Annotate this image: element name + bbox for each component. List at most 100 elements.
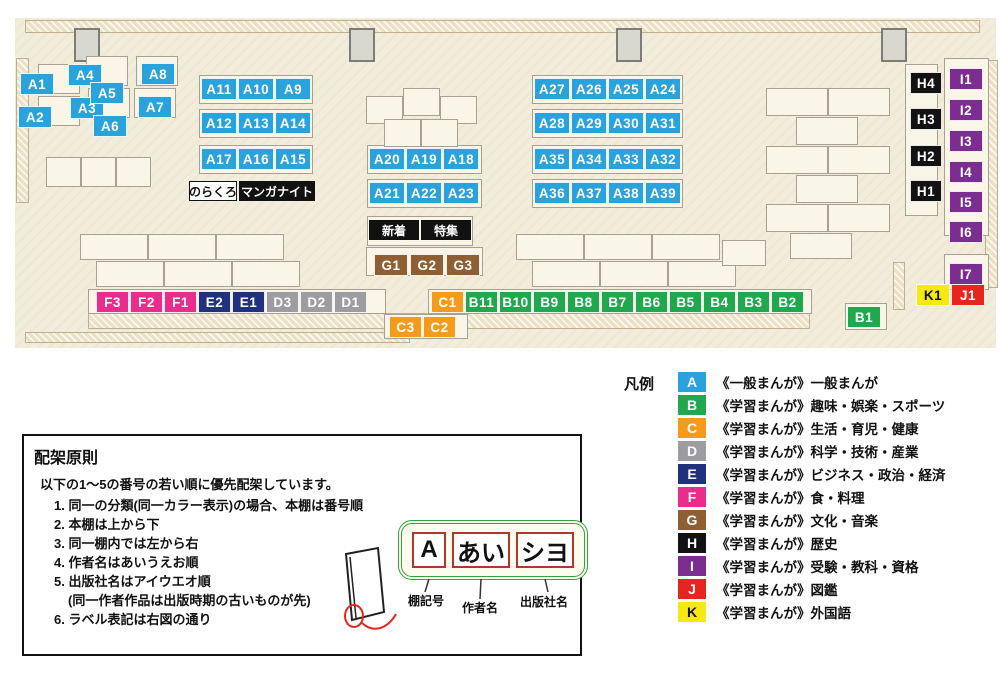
legend-label: 《学習まんが》科学・技術・産業 (716, 445, 919, 460)
shelf-label-F2: F2 (130, 291, 163, 313)
legend-badge-B: B (678, 395, 706, 415)
shelf-label-B7: B7 (601, 291, 634, 313)
legend-badge-A: A (678, 372, 706, 392)
shelf-label-A20: A20 (369, 148, 405, 170)
shelf-label-A15: A15 (275, 148, 311, 170)
shelf-label-H1: H1 (910, 180, 942, 202)
map-tag: 新着 (369, 220, 419, 240)
label-example-shelf-code: A (412, 532, 446, 568)
pillar (349, 28, 375, 62)
shelf-label-D2: D2 (300, 291, 333, 313)
shelf-block (766, 88, 828, 116)
shelf-block (232, 261, 300, 287)
shelf-label-A35: A35 (534, 148, 570, 170)
shelf-label-A39: A39 (645, 182, 681, 204)
shelf-block (584, 234, 652, 260)
legend-label: 《学習まんが》生活・育児・健康 (716, 422, 919, 437)
principles-item: 1. 同一の分類(同一カラー表示)の場合、本棚は番号順 (54, 498, 364, 513)
shelf-label-I2: I2 (949, 99, 983, 121)
shelf-block (766, 146, 828, 174)
legend-badge-G: G (678, 510, 706, 530)
principles-title: 配架原則 (34, 450, 99, 467)
legend-badge-J: J (678, 579, 706, 599)
shelf-block (600, 261, 668, 287)
legend-badge-I: I (678, 556, 706, 576)
shelf-label-A30: A30 (608, 112, 644, 134)
shelf-label-A1: A1 (20, 73, 54, 95)
shelf-label-I4: I4 (949, 161, 983, 183)
legend-label: 《学習まんが》歴史 (716, 537, 838, 552)
legend-badge-C: C (678, 418, 706, 438)
legend-badge-E: E (678, 464, 706, 484)
shelf-label-B4: B4 (703, 291, 736, 313)
shelf-label-A2: A2 (18, 106, 52, 128)
shelf-label-G3: G3 (446, 254, 480, 276)
shelf-block (80, 234, 148, 260)
map-tag: 特集 (421, 220, 471, 240)
shelf-label-A28: A28 (534, 112, 570, 134)
shelving-principles-panel: 配架原則 以下の1〜5の番号の若い順に優先配架しています。 1. 同一の分類(同… (22, 434, 588, 656)
legend-row-D: D《学習まんが》科学・技術・産業 (678, 441, 919, 461)
shelf-label-A33: A33 (608, 148, 644, 170)
shelf-block (116, 157, 151, 187)
principles-item: 2. 本棚は上から下 (54, 517, 160, 532)
shelf-label-A29: A29 (571, 112, 607, 134)
shelf-label-A22: A22 (406, 182, 442, 204)
shelf-label-E2: E2 (198, 291, 231, 313)
shelf-label-G1: G1 (374, 254, 408, 276)
shelf-label-K1: K1 (916, 284, 950, 306)
shelf-label-A34: A34 (571, 148, 607, 170)
shelf-block (96, 261, 164, 287)
shelf-label-B6: B6 (635, 291, 668, 313)
shelf-block (46, 157, 81, 187)
shelf-label-B8: B8 (567, 291, 600, 313)
shelf-block (216, 234, 284, 260)
legend-row-I: I《学習まんが》受験・教科・資格 (678, 556, 919, 576)
shelf-label-D1: D1 (334, 291, 367, 313)
shelf-block (796, 117, 858, 145)
shelf-label-B1: B1 (847, 306, 881, 328)
principles-intro: 以下の1〜5の番号の若い順に優先配架しています。 (40, 477, 339, 492)
shelf-label-I3: I3 (949, 130, 983, 152)
shelf-block (722, 240, 766, 266)
wall-strip (893, 262, 905, 310)
shelf-label-B10: B10 (499, 291, 532, 313)
principles-item: 4. 作者名はあいうえお順 (54, 555, 199, 570)
wall-strip (25, 332, 410, 343)
shelf-label-A19: A19 (406, 148, 442, 170)
caption-publisher: 出版社名 (520, 595, 569, 609)
shelf-label-A8: A8 (141, 63, 175, 85)
legend-label: 《学習まんが》文化・音楽 (716, 514, 878, 529)
legend-row-C: C 《学習まんが》生活・育児・健康 (678, 418, 919, 438)
shelf-label-A25: A25 (608, 78, 644, 100)
caption-shelf-code: 棚記号 (408, 594, 445, 608)
legend-label: 《一般まんが》一般まんが (716, 376, 878, 391)
shelf-label-F3: F3 (96, 291, 129, 313)
shelf-label-A4: A4 (68, 64, 102, 86)
legend-row-H: H《学習まんが》歴史 (678, 533, 838, 553)
shelf-label-A24: A24 (645, 78, 681, 100)
shelf-label-J1: J1 (951, 284, 985, 306)
shelf-block (403, 88, 440, 116)
shelf-block (148, 234, 216, 260)
shelf-label-I1: I1 (949, 68, 983, 90)
label-example-author: あい (452, 532, 510, 568)
map-tag: のらくろ (189, 181, 237, 201)
shelf-label-A12: A12 (201, 112, 237, 134)
caption-leader-lines (424, 578, 549, 600)
shelf-label-A10: A10 (238, 78, 274, 100)
book-illustration (344, 546, 397, 630)
shelf-label-A13: A13 (238, 112, 274, 134)
shelf-block (81, 157, 116, 187)
shelf-block (796, 175, 858, 203)
shelf-label-B9: B9 (533, 291, 566, 313)
shelf-label-A9: A9 (275, 78, 311, 100)
shelf-block (828, 204, 890, 232)
shelf-block (421, 119, 458, 147)
shelf-label-B3: B3 (737, 291, 770, 313)
shelf-label-B5: B5 (669, 291, 702, 313)
legend-row-E: E《学習まんが》ビジネス・政治・経済 (678, 464, 946, 484)
legend-row-G: G 《学習まんが》文化・音楽 (678, 510, 878, 530)
